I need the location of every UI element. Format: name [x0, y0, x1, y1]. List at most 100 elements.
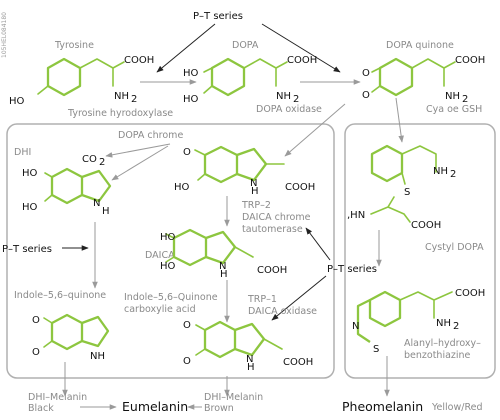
svg-text:COOH: COOH	[455, 288, 485, 299]
co2-label: CO 2	[82, 154, 105, 168]
alanyl-molecule: N S COOH NH 2	[352, 288, 485, 355]
indole-quinone-carboxylic-label-2: carboxylie acid	[124, 304, 196, 315]
dopa-chrome-molecule: O HO N H COOH	[174, 145, 315, 197]
tyrosine-molecule: COOH NH 2 HO	[9, 55, 154, 107]
trp2-label-3: tautomerase	[242, 224, 303, 235]
dopa-molecule: COOH NH 2 HO HO	[183, 55, 317, 105]
trp2-label-2: DAICA chrome	[242, 212, 311, 223]
arrow-pt-to-trp1	[271, 275, 327, 321]
eumelanin-panel	[6, 123, 335, 379]
cystyl-dopa-label: Cystyl DOPA	[425, 242, 484, 253]
dhi-melanin-brown-label-2: Brown	[204, 403, 234, 414]
svg-text:H: H	[220, 269, 228, 280]
svg-text:CO: CO	[82, 154, 97, 165]
dhi-melanin-label-1: DHI–Melanin	[28, 392, 87, 403]
pheomelanin-panel	[344, 123, 496, 379]
svg-text:H: H	[247, 362, 255, 373]
arrow-dopachrome-to-co2	[105, 143, 171, 158]
svg-text:O: O	[183, 320, 191, 331]
arrow-quinone-to-cystyl	[395, 97, 404, 143]
pt-series-left-label: P–T series	[2, 244, 52, 255]
tyrosine-hydroxylase-label: Tyrosine hyrodoxylase	[67, 108, 173, 119]
pt-series-center-label: P–T series	[327, 264, 377, 275]
svg-text:2: 2	[453, 321, 459, 332]
dopa-label: DOPA	[232, 40, 259, 51]
svg-text:O: O	[362, 90, 370, 101]
image-id-text: 105HEL084180	[1, 12, 8, 58]
svg-text:O: O	[32, 347, 40, 358]
svg-text:COOH: COOH	[287, 55, 317, 66]
arrow-pt-to-trp2	[305, 227, 331, 261]
svg-text:HO: HO	[183, 94, 199, 105]
svg-text:COOH: COOH	[257, 265, 287, 276]
svg-text:S: S	[404, 187, 410, 198]
svg-text:NH: NH	[114, 91, 129, 102]
arrow-pt-to-tyrosine-step	[156, 23, 216, 73]
indole-quinone-carboxylic-molecule: O O N H COOH	[183, 320, 313, 373]
arrow-quinone-to-dopachrome	[284, 103, 346, 157]
pt-series-top-label: P–T series	[193, 11, 243, 22]
svg-text:2: 2	[131, 94, 137, 105]
svg-text:2: 2	[99, 157, 105, 168]
dhi-molecule: HO HO N H	[22, 167, 112, 217]
dhi-label: DHI	[14, 147, 31, 158]
svg-text:N: N	[219, 261, 226, 272]
yellow-red-label: Yellow/Red	[431, 402, 483, 413]
svg-text:O: O	[32, 315, 40, 326]
svg-text:N: N	[93, 198, 100, 209]
svg-text:H: H	[251, 186, 259, 197]
svg-text:COOH: COOH	[455, 55, 485, 66]
arrow-dopachrome-to-dhi	[111, 145, 169, 181]
cya-gsh-label: Cya oe GSH	[426, 104, 482, 115]
daica-molecule: HO HO N H COOH	[160, 228, 287, 280]
dopa-quinone-molecule: COOH NH 2 O O	[362, 55, 485, 105]
svg-text:HO: HO	[160, 261, 176, 272]
svg-text:COOH: COOH	[124, 55, 154, 66]
svg-text:HO: HO	[22, 202, 38, 213]
svg-text:N: N	[246, 354, 253, 365]
svg-text:NH: NH	[276, 91, 291, 102]
svg-text:HO: HO	[160, 232, 176, 243]
svg-text:S: S	[373, 344, 379, 355]
svg-text:NH: NH	[433, 166, 448, 177]
svg-text:O: O	[183, 356, 191, 367]
indole-quinone-molecule: O O NH	[32, 313, 110, 362]
svg-text:NH: NH	[445, 91, 460, 102]
svg-text:O: O	[362, 68, 370, 79]
svg-text:2: 2	[462, 94, 468, 105]
indole-quinone-carboxylic-label-1: Indole–5,6–Quinone	[124, 292, 218, 303]
dopa-chrome-label: DOPA chrome	[118, 130, 183, 141]
dopa-oxidase-label: DOPA oxidase	[256, 104, 322, 115]
eumelanin-label: Eumelanin	[122, 399, 188, 414]
svg-text:,HN: ,HN	[347, 210, 365, 221]
svg-text:2: 2	[450, 169, 456, 180]
indole-quinone-label: Indole–5,6–quinone	[14, 290, 106, 301]
trp2-label-1: TRP–2	[241, 200, 271, 211]
alanyl-label-2: benzothiazine	[404, 350, 471, 361]
dhi-melanin-brown-label-1: DHI–Melanin	[204, 392, 263, 403]
svg-text:HO: HO	[183, 68, 199, 79]
arrow-pt-to-dopa-step	[261, 23, 341, 73]
svg-text:O: O	[183, 147, 191, 158]
tyrosine-label: Tyrosine	[54, 40, 94, 51]
dhi-melanin-label-2: Black	[28, 403, 54, 414]
svg-text:COOH: COOH	[285, 182, 315, 193]
svg-text:N: N	[250, 178, 257, 189]
svg-text:HO: HO	[174, 182, 190, 193]
cystyl-dopa-molecule: NH 2 S ,HN COOH	[347, 144, 456, 231]
dopa-quinone-label: DOPA quinone	[386, 40, 454, 51]
svg-text:NH: NH	[436, 318, 451, 329]
svg-text:H: H	[102, 206, 110, 217]
svg-text:COOH: COOH	[283, 357, 313, 368]
svg-text:N: N	[352, 321, 359, 332]
trp1-label-1: TRP–1	[247, 294, 277, 305]
alanyl-label-1: Alanyl–hydroxy–	[404, 338, 481, 349]
daica-label: DAICA	[145, 250, 175, 261]
svg-text:HO: HO	[22, 168, 38, 179]
svg-text:HO: HO	[9, 96, 25, 107]
trp1-label-2: DAICA oxidase	[248, 306, 317, 317]
pheomelanin-label: Pheomelanin	[342, 399, 423, 414]
svg-text:COOH: COOH	[411, 220, 441, 231]
svg-text:NH: NH	[90, 351, 105, 362]
